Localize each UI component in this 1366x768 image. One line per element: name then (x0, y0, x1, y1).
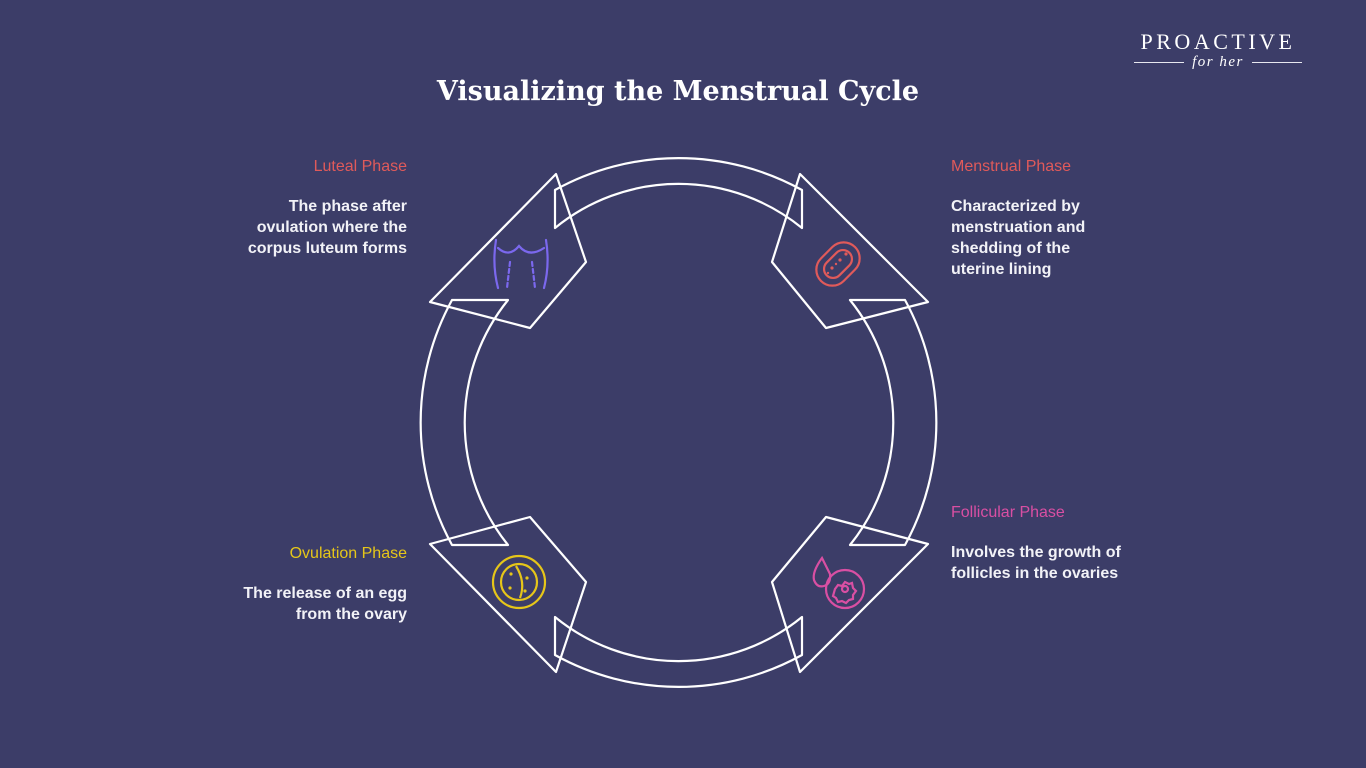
brand-logo: PROACTIVE for her (1128, 30, 1308, 71)
egg-icon (491, 554, 547, 610)
follicular-phase-card: Follicular Phase Involves the growth of … (951, 504, 1131, 584)
luteal-phase-title: Luteal Phase (313, 158, 407, 175)
page-title: Visualizing the Menstrual Cycle (436, 76, 920, 107)
menstrual-phase-title: Menstrual Phase (951, 158, 1072, 175)
menstrual-phase-description: Characterized by menstruation and sheddi… (951, 198, 1086, 278)
ring-segment-right (848, 298, 938, 547)
ovulation-phase-description: The release of an egg from the ovary (243, 585, 407, 623)
arrow-menstrual (770, 172, 930, 330)
brand-tagline: for her (1192, 54, 1244, 70)
brand-tagline-row: for her (1128, 54, 1308, 71)
ovulation-phase-title: Ovulation Phase (289, 545, 407, 562)
ring-segment-bottom (553, 615, 804, 689)
tagline-rule-right (1251, 62, 1302, 63)
follicular-phase-title: Follicular Phase (951, 504, 1065, 521)
ring-segment-top (553, 156, 804, 230)
ovulation-phase-card: Ovulation Phase The release of an egg fr… (232, 545, 407, 625)
follicle-icon (812, 555, 866, 610)
tagline-rule-left (1134, 62, 1185, 63)
luteal-phase-description: The phase after ovulation where the corp… (247, 198, 407, 257)
ring-segment-left (419, 298, 510, 547)
arrow-follicular (770, 515, 930, 674)
luteal-phase-card: Luteal Phase The phase after ovulation w… (232, 158, 407, 259)
pad-icon (815, 241, 861, 287)
arrow-ovulation (428, 515, 588, 674)
arrow-luteal (428, 172, 588, 330)
follicular-phase-description: Involves the growth of follicles in the … (951, 544, 1121, 582)
torso-icon (493, 238, 549, 290)
menstrual-phase-card: Menstrual Phase Characterized by menstru… (951, 158, 1121, 280)
brand-name: PROACTIVE (1140, 29, 1296, 54)
